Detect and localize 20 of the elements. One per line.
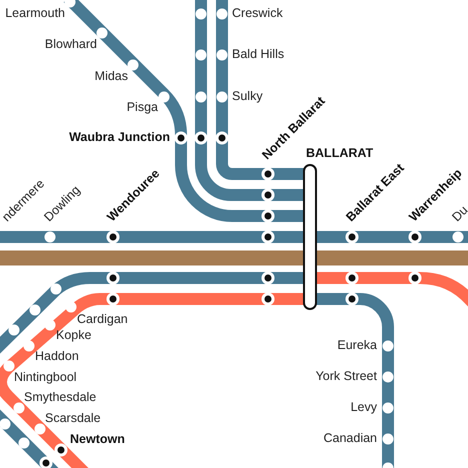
- station-label: Eureka: [337, 338, 377, 353]
- station-label: Midas: [94, 69, 128, 84]
- station-label: Blowhard: [44, 37, 97, 52]
- station-label: Levy: [350, 400, 377, 415]
- station-label: Bald Hills: [232, 47, 284, 62]
- station-label: Newtown: [70, 432, 125, 447]
- station-label: Pisga: [126, 100, 158, 115]
- station-label: Learmouth: [5, 6, 65, 21]
- station-label: Smythesdale: [24, 390, 96, 405]
- station-label: Creswick: [232, 6, 283, 21]
- station-label: Canadian: [323, 431, 377, 446]
- station-label: York Street: [316, 369, 377, 384]
- station-label: Kopke: [56, 328, 92, 343]
- station-label: Nintingbool: [14, 370, 77, 385]
- station-label: BALLARAT: [305, 146, 374, 161]
- station-label: Cardigan: [77, 312, 128, 327]
- station-label: Waubra Junction: [69, 130, 170, 145]
- station-label: Haddon: [35, 349, 79, 364]
- station-label: Scarsdale: [45, 411, 101, 426]
- station-label: Sulky: [232, 89, 263, 104]
